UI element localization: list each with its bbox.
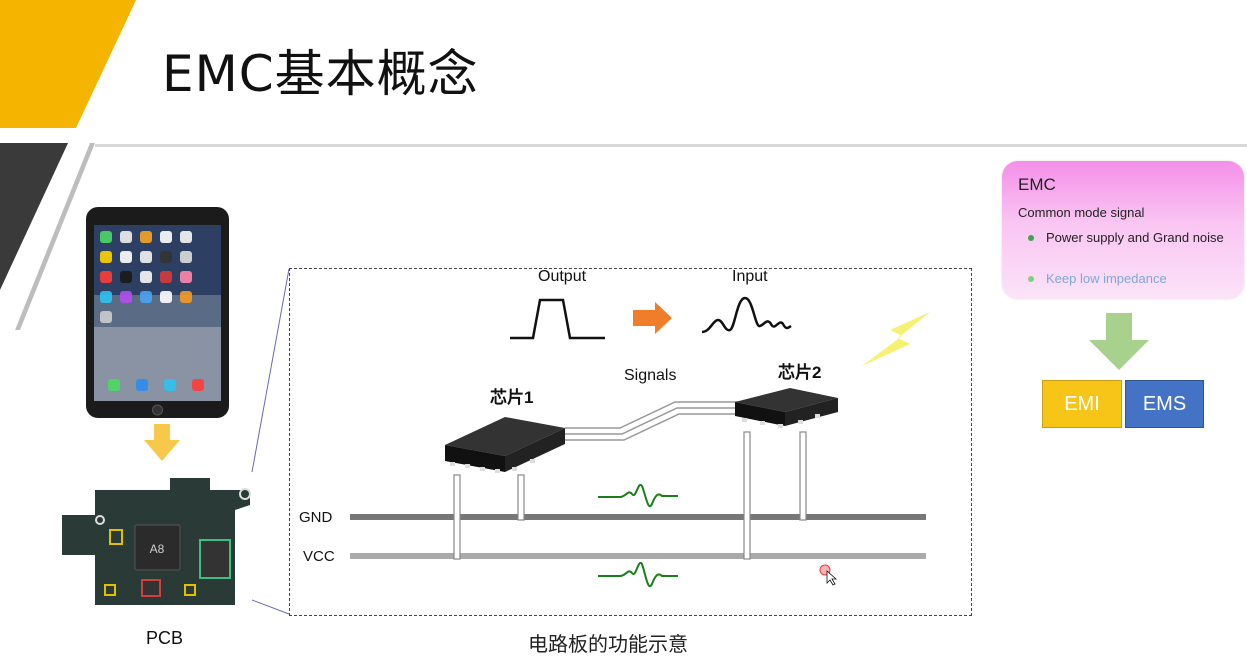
vcc-noise-wave <box>598 561 678 587</box>
vcc-label: VCC <box>303 548 335 565</box>
output-label: Output <box>538 268 587 285</box>
chip2-pins <box>743 431 807 560</box>
emc-bullet-1: Power supply and Grand noise <box>1028 230 1228 246</box>
emc-subtitle: Common mode signal <box>1018 205 1145 220</box>
chip2-body <box>735 388 838 428</box>
signals-label: Signals <box>624 367 677 384</box>
arrow-down-yellow-icon <box>144 424 180 461</box>
ringing-wave <box>701 296 792 334</box>
chip1-label: 芯片1 <box>490 388 534 407</box>
emi-box: EMI <box>1042 380 1122 428</box>
input-label: Input <box>732 268 768 285</box>
callout-line-bottom <box>251 599 290 615</box>
tablet-image <box>86 207 229 418</box>
emc-bullet-text-1: Power supply and Grand noise <box>1046 230 1224 245</box>
chip2-label: 芯片2 <box>778 363 822 382</box>
square-pulse-wave <box>510 298 605 340</box>
emc-bullet-text-2: Keep low impedance <box>1046 271 1167 286</box>
diagram-caption: 电路板的功能示意 <box>528 632 688 656</box>
orange-arrow-icon <box>633 302 672 334</box>
pcb-label: PCB <box>146 628 184 648</box>
bullet-dot-icon <box>1028 235 1034 241</box>
pcb-chip-label: A8 <box>150 542 165 556</box>
ems-box: EMS <box>1125 380 1204 428</box>
page-title: EMC基本概念 <box>162 45 479 103</box>
gnd-noise-wave <box>598 483 678 507</box>
emc-title: EMC <box>1018 175 1056 194</box>
accent-triangle <box>0 0 136 128</box>
vcc-rail <box>350 553 926 559</box>
circuit-drawing <box>350 312 930 587</box>
callout-line-top <box>251 268 290 473</box>
emc-info-box: EMC Common mode signal Power supply and … <box>1002 161 1244 299</box>
divider-stripe <box>15 143 95 330</box>
title-divider <box>95 144 1247 147</box>
arrow-down-green-icon <box>1089 313 1149 370</box>
lightning-icon <box>862 312 930 366</box>
mouse-pointer-icon <box>826 570 838 586</box>
chip1-pins <box>453 474 525 560</box>
gnd-label: GND <box>299 509 333 526</box>
gnd-rail <box>350 514 926 520</box>
dark-band <box>0 143 68 290</box>
chip1-body <box>445 417 565 473</box>
signal-traces <box>565 401 740 441</box>
bullet-dot-icon <box>1028 276 1034 282</box>
emc-bullet-2: Keep low impedance <box>1028 271 1228 287</box>
pcb-image: A8 <box>62 478 251 605</box>
circuit-diagram-frame <box>289 268 972 616</box>
signal-waveforms <box>510 296 792 340</box>
